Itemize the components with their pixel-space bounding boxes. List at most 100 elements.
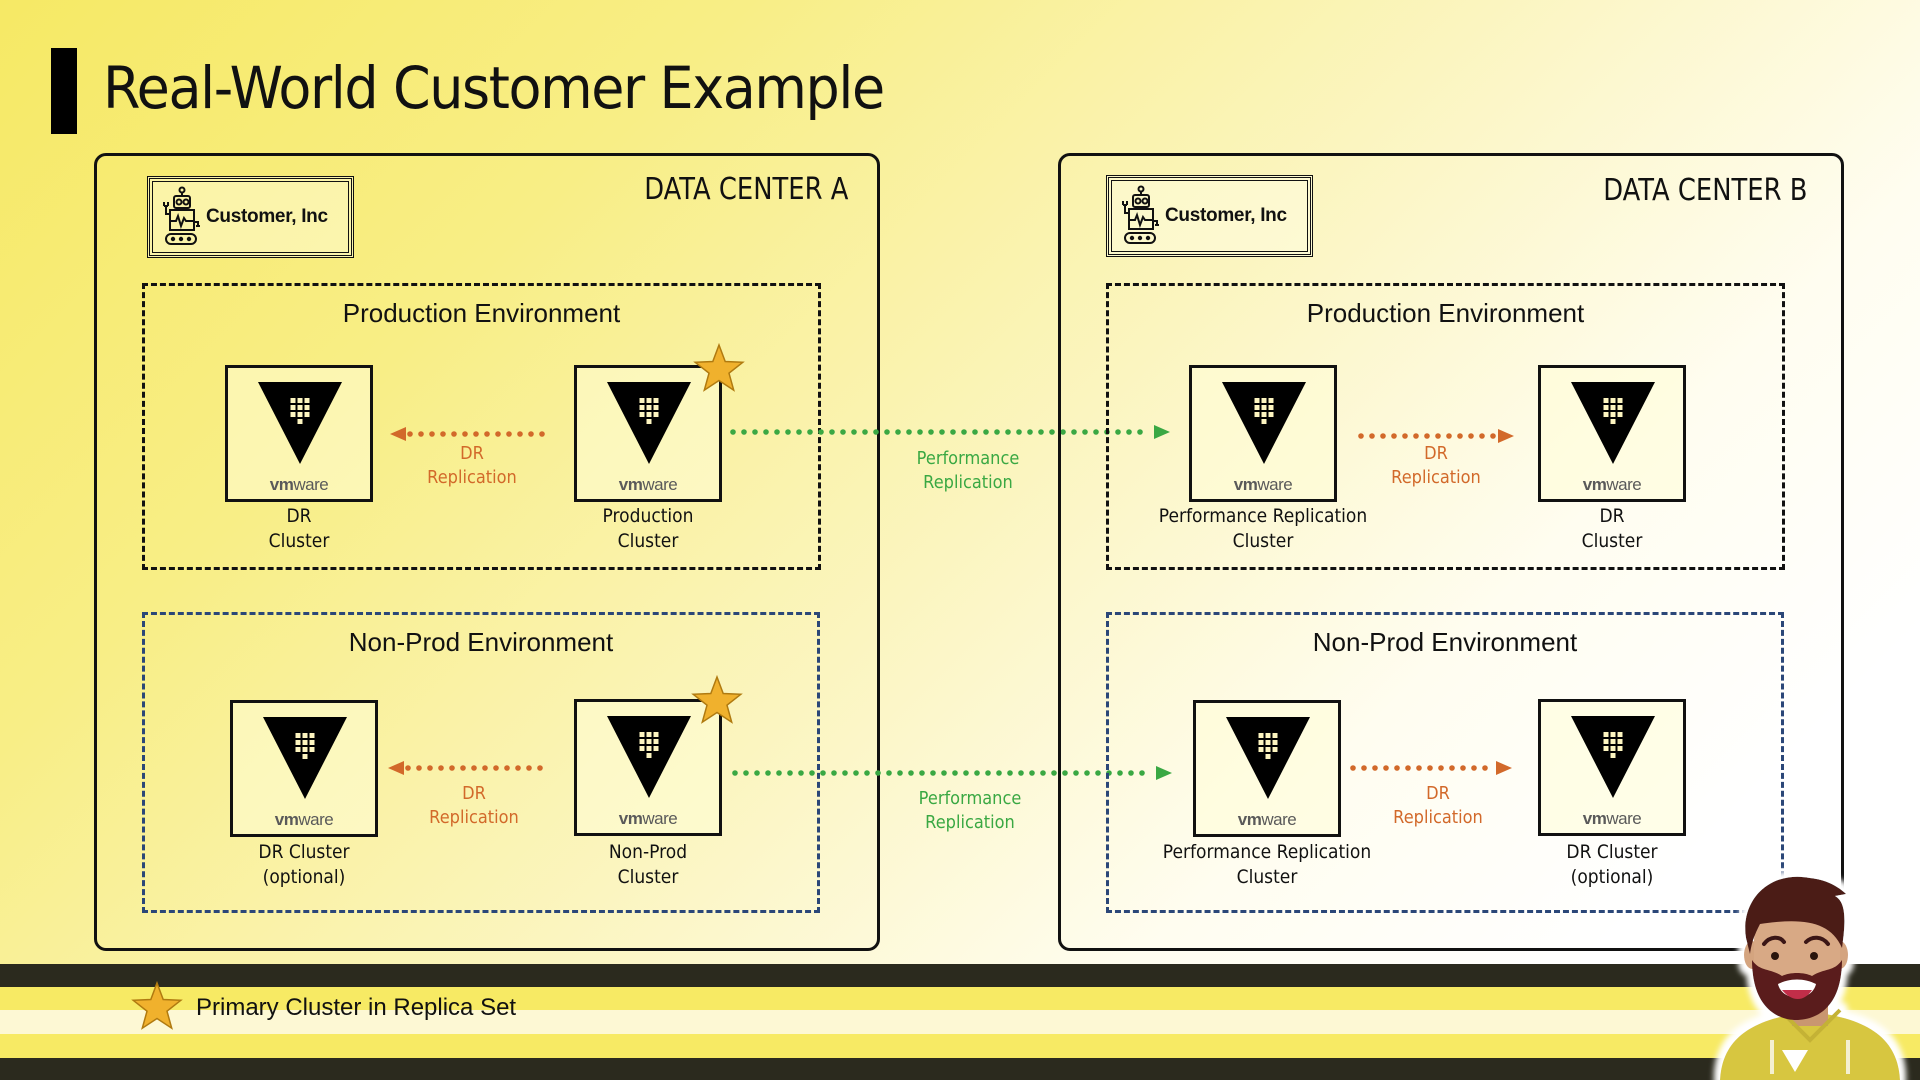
arrow-dot — [405, 765, 411, 771]
vault-grid-cell — [1610, 412, 1616, 417]
vault-grid-cell — [1265, 747, 1271, 752]
arrow-dot — [787, 770, 793, 776]
arrow-dot — [807, 429, 813, 435]
production-cluster[interactable]: vmware — [574, 365, 722, 502]
arrow-dot — [1446, 433, 1452, 439]
arrow-dot — [853, 770, 859, 776]
dr-replication-arrow-b-nonprod — [1350, 761, 1512, 775]
footer-stripe-dark-bottom — [0, 1058, 1920, 1080]
arrow-dot — [961, 429, 967, 435]
arrow-dot — [438, 765, 444, 771]
arrow-dot — [451, 431, 457, 437]
production-environment-b-title: Production Environment — [1306, 298, 1585, 328]
footer-stripe-yellow-2 — [0, 1034, 1920, 1058]
arrow-dot — [730, 429, 736, 435]
robot-icon — [163, 186, 200, 245]
arrow-dot — [1358, 433, 1364, 439]
arrow-dot — [1394, 765, 1400, 771]
vault-grid-cell — [295, 747, 301, 752]
arrow-dot — [754, 770, 760, 776]
vmware-logo: vmware — [269, 475, 329, 494]
arrow-dot — [1413, 433, 1419, 439]
production-environment-a-title: Production Environment — [342, 298, 621, 328]
arrow-dot — [1380, 433, 1386, 439]
arrow-dot — [875, 770, 881, 776]
dr-cluster-a-label: DR Cluster — [268, 505, 330, 552]
performance-replication-cluster-prod[interactable]: vmware — [1189, 365, 1337, 502]
vault-grid-cell — [653, 732, 659, 737]
vault-grid-cell — [304, 405, 310, 410]
arrow-dot — [526, 765, 532, 771]
nonprod-environment-a-title: Non-Prod Environment — [348, 627, 614, 657]
vault-grid-cell — [1610, 732, 1616, 737]
primary-star-icon — [691, 674, 743, 724]
arrow-dot — [1029, 770, 1035, 776]
dr-cluster-b[interactable]: vmware — [1538, 365, 1686, 502]
vault-icon — [607, 382, 691, 464]
production-environment-b: Production Environment — [1106, 283, 1785, 570]
vault-grid-cell — [1617, 405, 1623, 410]
arrow-dot — [1361, 765, 1367, 771]
vault-grid-cell — [290, 412, 296, 417]
vault-grid-cell — [295, 733, 301, 738]
vmware-logo: vmware — [618, 475, 678, 494]
nonprod-cluster[interactable]: vmware — [574, 699, 722, 836]
vault-grid-cell — [309, 733, 315, 738]
arrow-dot — [776, 770, 782, 776]
arrow-dot — [1424, 433, 1430, 439]
arrow-dot — [941, 770, 947, 776]
star-shape — [693, 342, 745, 392]
arrow-dot — [1071, 429, 1077, 435]
arrow-dot — [1128, 770, 1134, 776]
dr-cluster-b-label: DR Cluster — [1581, 505, 1643, 552]
vault-grid-cell — [1617, 739, 1623, 744]
arrow-dot — [785, 429, 791, 435]
arrow-dot — [539, 431, 545, 437]
vault-grid-cell — [1268, 398, 1274, 403]
vault-grid-cell — [1603, 412, 1609, 417]
dr-replication-label-a-nonprod: DR Replication — [429, 783, 519, 828]
arrow-dot — [449, 765, 455, 771]
arrow-dot — [765, 770, 771, 776]
data-center-b — [1058, 153, 1844, 951]
dr-cluster-optional-a-label: DR Cluster (optional) — [258, 841, 350, 888]
vault-grid-cell — [1617, 412, 1623, 417]
vault-grid-cell — [646, 419, 652, 424]
arrow-dot — [1060, 429, 1066, 435]
vault-grid-cell — [302, 747, 308, 752]
arrow-dot — [897, 770, 903, 776]
vault-grid-cell — [1610, 746, 1616, 751]
arrow-dot — [1471, 765, 1477, 771]
vault-grid-cell — [304, 398, 310, 403]
vault-icon — [1222, 382, 1306, 464]
arrow-dot — [1490, 433, 1496, 439]
vault-grid-cell — [653, 398, 659, 403]
dr-cluster-optional-b[interactable]: vmware — [1538, 699, 1686, 836]
vmware-logo: vmware — [274, 810, 334, 829]
arrow-dot — [1082, 429, 1088, 435]
performance-replication-cluster-nonprod[interactable]: vmware — [1193, 700, 1341, 837]
performance-replication-cluster-prod-label: Performance Replication Cluster — [1158, 505, 1368, 552]
dr-cluster-a[interactable]: vmware — [225, 365, 373, 502]
arrow-dot — [939, 429, 945, 435]
arrow-dot — [407, 431, 413, 437]
vault-grid-cell — [302, 754, 308, 759]
arrow-dot — [743, 770, 749, 776]
arrow-dot — [515, 765, 521, 771]
arrow-dot — [1402, 433, 1408, 439]
vault-grid-cell — [653, 739, 659, 744]
arrow-dot — [495, 431, 501, 437]
vault-grid-cell — [309, 740, 315, 745]
customer-logo-b: Customer, Inc — [1106, 175, 1313, 257]
arrow-dot — [1038, 429, 1044, 435]
arrow-dot — [1117, 770, 1123, 776]
arrow-dot — [820, 770, 826, 776]
arrow-dot — [974, 770, 980, 776]
arrow-dot — [1095, 770, 1101, 776]
arrow-dot — [985, 770, 991, 776]
dr-cluster-optional-a[interactable]: vmware — [230, 700, 378, 837]
presenter-avatar-icon — [1720, 876, 1900, 1080]
vault-grid-cell — [1610, 419, 1616, 424]
footer-stripe-yellow — [0, 987, 1920, 1010]
vault-grid-cell — [1265, 733, 1271, 738]
